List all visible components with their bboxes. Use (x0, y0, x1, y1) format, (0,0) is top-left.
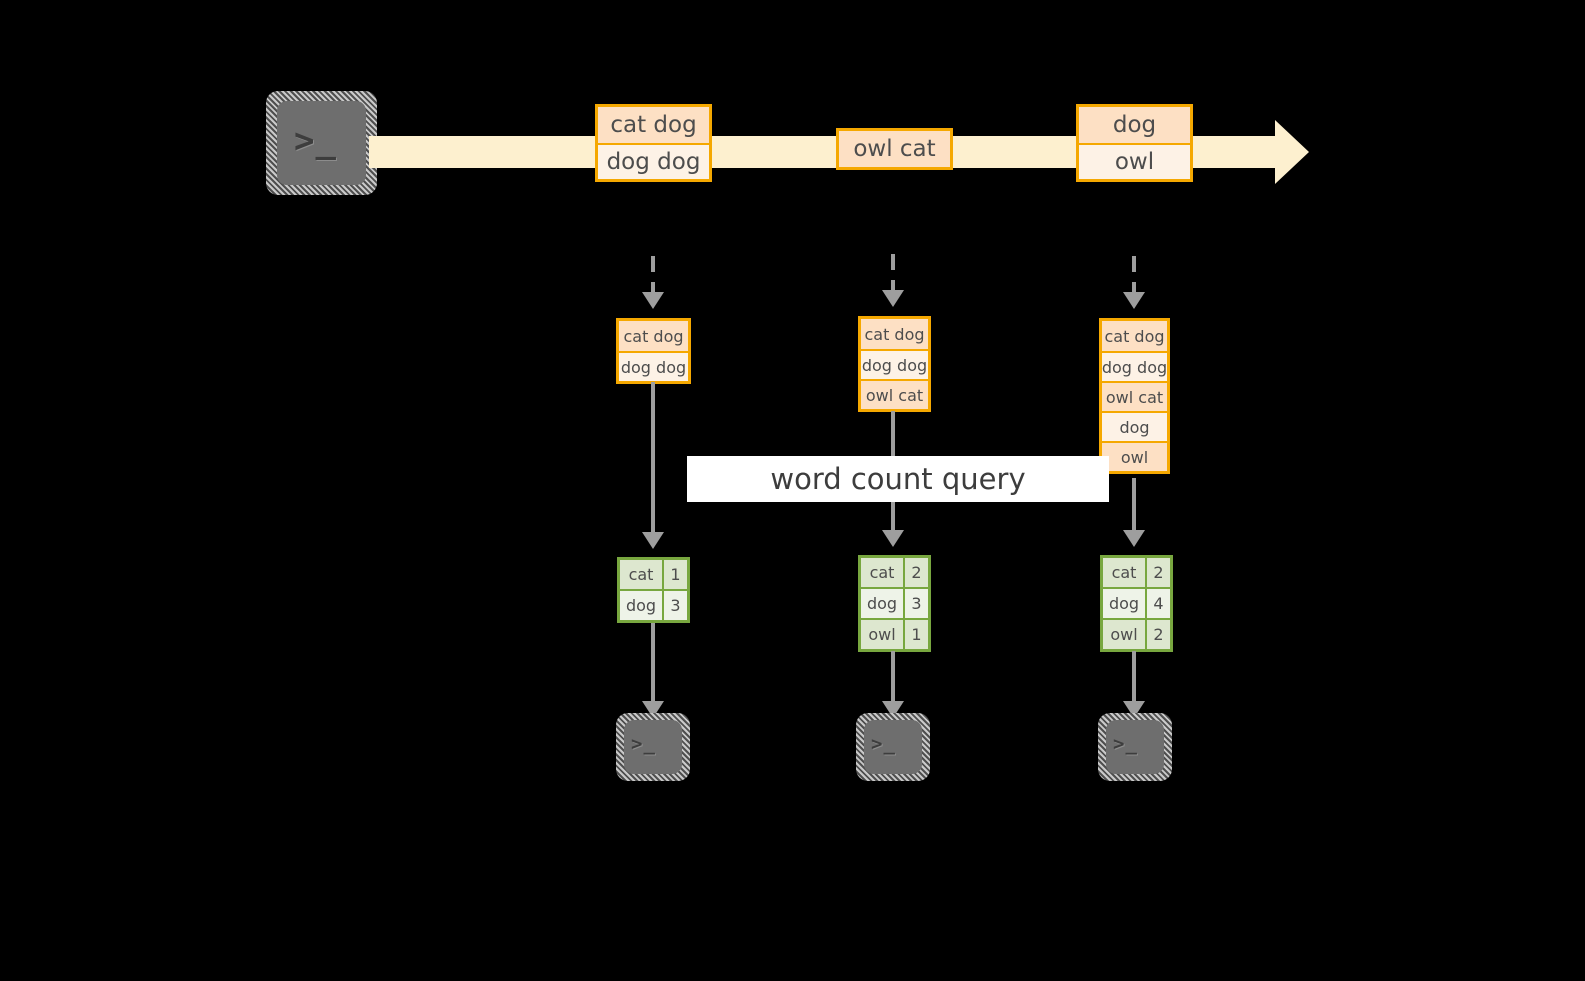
result-count: 2 (1145, 620, 1170, 649)
result-count: 4 (1145, 589, 1170, 618)
sink-terminal-icon-0: >_ (616, 713, 690, 781)
sink-connector-1 (891, 651, 895, 701)
result-table-0: cat 1 dog 3 (617, 557, 690, 623)
dashed-connector-0 (651, 256, 655, 292)
accumulated-row: dog dog (861, 349, 928, 379)
sink-terminal-icon-2: >_ (1098, 713, 1172, 781)
result-word: cat (620, 560, 662, 589)
sink-connector-2 (1132, 651, 1136, 701)
result-count: 2 (1145, 558, 1170, 587)
accumulated-batch-1: cat dog dog dog owl cat (858, 316, 931, 412)
dashed-connector-2 (1132, 256, 1136, 292)
result-count: 3 (903, 589, 928, 618)
accumulated-row: cat dog (619, 321, 688, 351)
terminal-face (624, 720, 682, 774)
accumulated-row: dog dog (1102, 351, 1167, 381)
result-word: owl (1103, 620, 1145, 649)
arrow-down-icon-1 (882, 530, 904, 547)
accumulated-row: owl cat (861, 379, 928, 409)
result-table-2: cat 2 dog 4 owl 2 (1100, 555, 1173, 652)
stream-batch-2: dog owl (1076, 104, 1193, 182)
dashed-connector-1 (891, 254, 895, 290)
query-label: word count query (687, 456, 1109, 502)
terminal-face (864, 720, 922, 774)
accumulated-batch-0: cat dog dog dog (616, 318, 691, 384)
result-count: 1 (662, 560, 687, 589)
stream-batch-row: owl (1079, 143, 1190, 179)
result-count: 3 (662, 591, 687, 620)
table-row: owl 1 (861, 618, 928, 649)
terminal-prompt-glyph: >_ (294, 121, 337, 161)
stream-batch-row: dog (1079, 107, 1190, 143)
table-row: cat 1 (620, 560, 687, 589)
table-row: dog 3 (861, 587, 928, 618)
arrow-down-dashed-icon-1 (882, 290, 904, 307)
accumulated-row: owl (1102, 441, 1167, 471)
terminal-face (1106, 720, 1164, 774)
table-row: owl 2 (1103, 618, 1170, 649)
table-row: dog 3 (620, 589, 687, 620)
result-table-1: cat 2 dog 3 owl 1 (858, 555, 931, 652)
stream-batch-1: owl cat (836, 128, 953, 170)
arrow-down-dashed-icon-0 (642, 292, 664, 309)
terminal-prompt-glyph: >_ (1113, 733, 1138, 755)
stream-batch-row: cat dog (598, 107, 709, 143)
accumulated-row: cat dog (861, 319, 928, 349)
accumulated-batch-2: cat dog dog dog owl cat dog owl (1099, 318, 1170, 474)
result-word: dog (861, 589, 903, 618)
terminal-prompt-glyph: >_ (631, 733, 656, 755)
terminal-face (277, 101, 366, 185)
query-connector-2 (1132, 478, 1136, 530)
stream-arrow-right-icon (1275, 120, 1309, 184)
accumulated-row: owl cat (1102, 381, 1167, 411)
stream-batch-0: cat dog dog dog (595, 104, 712, 182)
stream-batch-row: owl cat (839, 131, 950, 167)
sink-connector-0 (651, 623, 655, 701)
sink-terminal-icon-1: >_ (856, 713, 930, 781)
result-count: 1 (903, 620, 928, 649)
arrow-down-icon-2 (1123, 530, 1145, 547)
table-row: cat 2 (861, 558, 928, 587)
result-count: 2 (903, 558, 928, 587)
stream-batch-row: dog dog (598, 143, 709, 179)
result-word: owl (861, 620, 903, 649)
query-connector-0 (651, 382, 655, 532)
arrow-down-icon-0 (642, 532, 664, 549)
terminal-prompt-glyph: >_ (871, 733, 896, 755)
table-row: dog 4 (1103, 587, 1170, 618)
table-row: cat 2 (1103, 558, 1170, 587)
accumulated-row: dog dog (619, 351, 688, 381)
result-word: dog (620, 591, 662, 620)
result-word: cat (861, 558, 903, 587)
arrow-down-dashed-icon-2 (1123, 292, 1145, 309)
accumulated-row: dog (1102, 411, 1167, 441)
source-terminal-icon: >_ (266, 91, 377, 195)
result-word: cat (1103, 558, 1145, 587)
result-word: dog (1103, 589, 1145, 618)
accumulated-row: cat dog (1102, 321, 1167, 351)
